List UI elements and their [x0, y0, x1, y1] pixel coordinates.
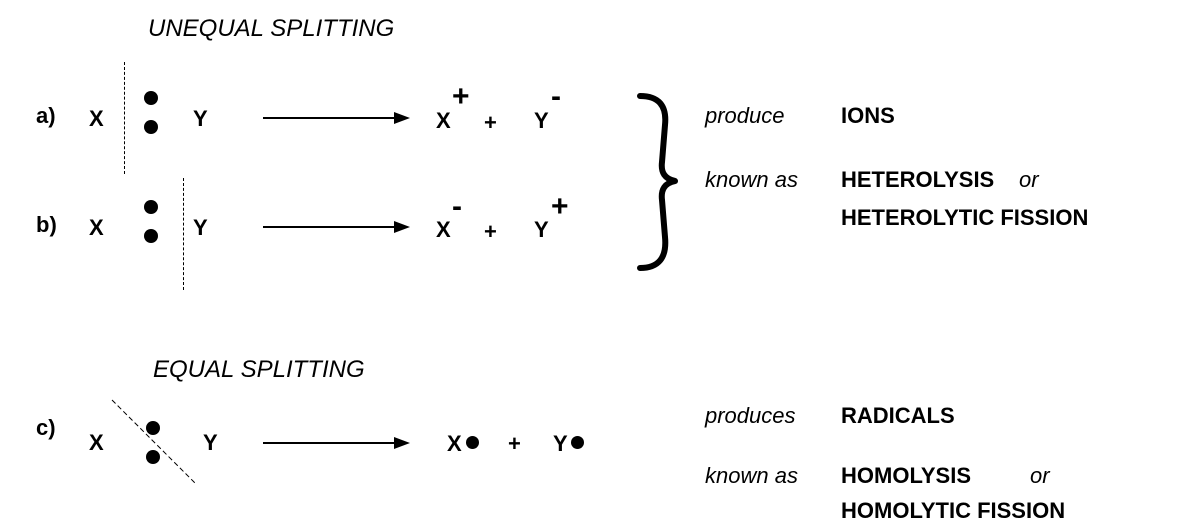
- row-a-charge2: -: [551, 80, 561, 113]
- row-b-right-atom: Y: [193, 215, 208, 240]
- row-a-split-line: [124, 62, 125, 174]
- row-b-left-atom: X: [89, 215, 104, 240]
- homolysis-known-label: known as: [705, 463, 798, 488]
- row-b-plus: +: [484, 219, 497, 244]
- heterolysis-known-value1: HETEROLYSIS: [841, 167, 995, 192]
- row-c-split-line: [111, 399, 197, 485]
- heterolysis-or: or: [1019, 167, 1039, 192]
- heterolysis-known-value2: HETEROLYTIC FISSION: [841, 205, 1089, 230]
- row-a-bond-electron-bottom: [144, 120, 158, 134]
- homolysis-known-value1: HOMOLYSIS: [841, 463, 971, 488]
- row-b-bond-electron-bottom: [144, 229, 158, 243]
- row-b-product2: Y: [534, 217, 549, 242]
- row-c-radical-dot-2: [571, 436, 584, 449]
- row-c-left-atom: X: [89, 430, 104, 455]
- row-b-bond-electron-top: [144, 200, 158, 214]
- row-a-product1: X: [436, 108, 451, 133]
- row-c-label: c): [36, 415, 56, 440]
- row-a-label: a): [36, 103, 56, 128]
- row-c-product2: Y: [553, 431, 568, 456]
- row-b-charge2: +: [551, 190, 569, 223]
- row-c-plus: +: [508, 431, 521, 456]
- row-c-bond-electron-top: [146, 421, 160, 435]
- row-c-right-atom: Y: [203, 430, 218, 455]
- heterolysis-produce-value: IONS: [841, 103, 895, 128]
- row-b-charge1: -: [452, 190, 462, 223]
- row-a-charge1: +: [452, 80, 470, 113]
- homolysis-produce-value: RADICALS: [841, 403, 955, 428]
- heterolysis-produce-label: produce: [705, 103, 785, 128]
- row-a-plus: +: [484, 110, 497, 135]
- equal-splitting-heading: EQUAL SPLITTING: [153, 356, 365, 383]
- unequal-splitting-heading: UNEQUAL SPLITTING: [148, 15, 395, 42]
- row-a-bond-electron-top: [144, 91, 158, 105]
- homolysis-or: or: [1030, 463, 1050, 488]
- homolysis-produce-label: produces: [705, 403, 796, 428]
- row-a-right-atom: Y: [193, 106, 208, 131]
- row-c-bond-electron-bottom: [146, 450, 160, 464]
- row-c-radical-dot-1: [466, 436, 479, 449]
- row-c-arrow: [263, 437, 410, 449]
- row-c-product1: X: [447, 431, 462, 456]
- row-a-left-atom: X: [89, 106, 104, 131]
- row-a-product2: Y: [534, 108, 549, 133]
- row-b-product1: X: [436, 217, 451, 242]
- heterolysis-known-label: known as: [705, 167, 798, 192]
- right-curly-brace: [637, 93, 678, 271]
- row-b-arrow: [263, 221, 410, 233]
- row-b-split-line: [183, 178, 184, 290]
- homolysis-known-value2: HOMOLYTIC FISSION: [841, 498, 1066, 523]
- row-b-label: b): [36, 212, 57, 237]
- row-a-arrow: [263, 112, 410, 124]
